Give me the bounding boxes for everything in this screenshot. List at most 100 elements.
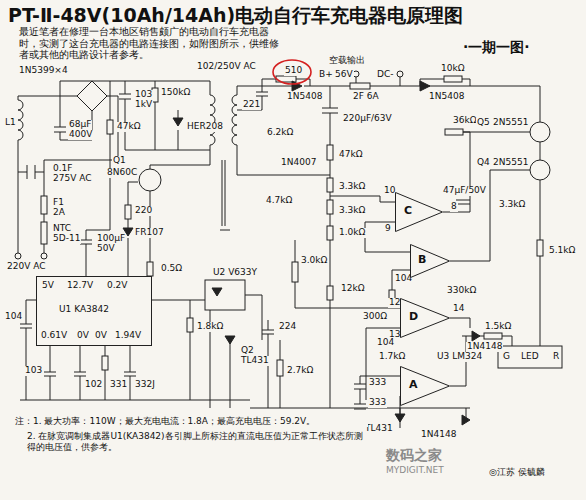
opamp-outline: [401, 367, 450, 406]
part-label: 400V: [68, 130, 93, 140]
part-label: B+: [318, 70, 334, 80]
node-text: B: [418, 254, 426, 266]
part-label: 1N5408: [428, 92, 465, 102]
part-label: 1.8kΩ: [196, 322, 224, 332]
terminal: [15, 253, 21, 259]
part-label: 2N5551: [492, 118, 529, 128]
node-text: 0V: [77, 331, 89, 341]
terminal: [41, 253, 47, 259]
opamp-outline: [401, 299, 450, 338]
opamp-outline: [396, 193, 443, 232]
part-label: TL431: [240, 356, 270, 366]
node-text: 0.2V: [107, 281, 127, 291]
part-label: 333: [368, 378, 387, 388]
part-label: 104: [376, 338, 395, 348]
part-label: 12: [388, 298, 401, 308]
part-label: 510: [284, 66, 303, 76]
part-label: 68μF: [68, 120, 92, 130]
terminal: [397, 71, 403, 77]
part-label: 220: [134, 206, 153, 216]
part-label: ·一期一图·: [462, 40, 531, 55]
part-label: 332J: [134, 380, 156, 390]
opamp-triangle: A: [400, 366, 450, 406]
highlight-circle: [273, 60, 311, 84]
part-label: 12kΩ: [340, 284, 366, 294]
part-label: 空载输出: [328, 56, 366, 66]
part-label: 36kΩ: [452, 116, 478, 126]
part-label: 47kΩ: [338, 150, 364, 160]
part-label: U3 LM324: [436, 352, 483, 362]
diagram-title: PT-Ⅱ-48V(10Ah/14Ah)电动自行车充电器电原理图: [8, 3, 463, 29]
opamp-outline: [411, 245, 450, 278]
inductor-coil: [18, 95, 237, 145]
part-label: 1.7kΩ: [378, 352, 406, 362]
part-label: 5D-11: [52, 234, 81, 244]
opamp-triangle: C: [395, 192, 443, 232]
watermark: MYDIGIT.NET: [385, 466, 445, 476]
part-label: 2N5551: [492, 158, 529, 168]
part-label: 8N60C: [106, 168, 138, 178]
part-label: U2 V633Y: [212, 268, 258, 278]
transistor-symbol: [530, 160, 550, 180]
part-label: 2A: [52, 208, 66, 218]
part-label: 56V: [334, 70, 354, 80]
part-label: 2F 6A: [352, 92, 380, 102]
intro-text: 最近笔者在修理一台本地区销售颇广的电动自行车充电器时，实测了这台充电器的电路连接…: [18, 26, 282, 61]
node-text: 12.7V: [67, 281, 93, 291]
part-label: 331: [109, 380, 128, 390]
opamp-outline: [410, 244, 450, 278]
part-label: HER208: [186, 122, 224, 132]
part-label: TL431: [364, 424, 394, 434]
transistor-symbol: [139, 169, 161, 191]
opamp-triangle: D: [400, 298, 450, 338]
part-label: G: [502, 352, 511, 362]
part-label: 333: [368, 398, 387, 408]
part-label: L1: [4, 118, 17, 128]
part-label: 4.7kΩ: [265, 196, 293, 206]
part-label: 103: [134, 90, 153, 100]
part-label: 150kΩ: [160, 88, 191, 98]
ic-box: 5V12.7V0.2VU1 KA38420.61V0V0V1.94V: [36, 276, 152, 346]
part-label: ◎江苏 侯毓麟: [488, 468, 546, 478]
part-label: 8: [450, 202, 458, 212]
part-label: 104: [4, 312, 23, 322]
part-label: 2.7kΩ: [286, 366, 314, 376]
part-label: F1: [52, 198, 65, 208]
part-label: 224: [278, 322, 297, 332]
part-label: 14: [452, 304, 465, 314]
part-label: 100μF: [96, 234, 126, 244]
resistor-symbols: [41, 76, 562, 376]
part-label: 1.0kΩ: [338, 228, 366, 238]
part-label: 3.0kΩ: [300, 256, 328, 266]
node-text: A: [409, 379, 418, 391]
diode-symbols: [123, 81, 480, 425]
part-label: 5.1kΩ: [548, 246, 576, 256]
node-text: 5V: [42, 281, 54, 291]
part-label: 50V: [96, 244, 116, 254]
note-text: 注：1. 最大功率：110W；最大充电电流：1.8A；最高充电电压：59.2V。: [14, 416, 368, 427]
part-label: FR107: [134, 228, 165, 238]
node-text: C: [404, 205, 412, 217]
part-label: 1kV: [134, 100, 153, 110]
node-text: 1.94V: [115, 331, 141, 341]
part-label: NTC: [52, 224, 72, 234]
part-label: 9: [384, 224, 392, 234]
part-label: 47μF/50V: [442, 186, 487, 196]
part-label: 3.3kΩ: [338, 206, 366, 216]
part-label: Q1: [112, 156, 127, 166]
part-label: R: [552, 352, 560, 362]
watermark: 数码之家: [385, 448, 443, 463]
node-text: 0.61V: [41, 331, 67, 341]
opamp-triangle: B: [410, 244, 450, 278]
part-label: 1N4148: [466, 342, 503, 352]
part-label: 300Ω: [362, 312, 388, 322]
opamp-outline: [400, 366, 450, 406]
part-label: 102: [84, 380, 103, 390]
part-label: 1N5399×4: [18, 66, 69, 76]
part-label: Q4: [476, 158, 491, 168]
part-label: LED: [520, 352, 540, 362]
part-label: 6.2kΩ: [266, 128, 294, 138]
part-label: 3.3kΩ: [498, 200, 526, 210]
note-text: 2. 在脉宽调制集成器U1(KA3842)各引脚上所标注的直流电压值为正常工作状…: [26, 431, 366, 454]
